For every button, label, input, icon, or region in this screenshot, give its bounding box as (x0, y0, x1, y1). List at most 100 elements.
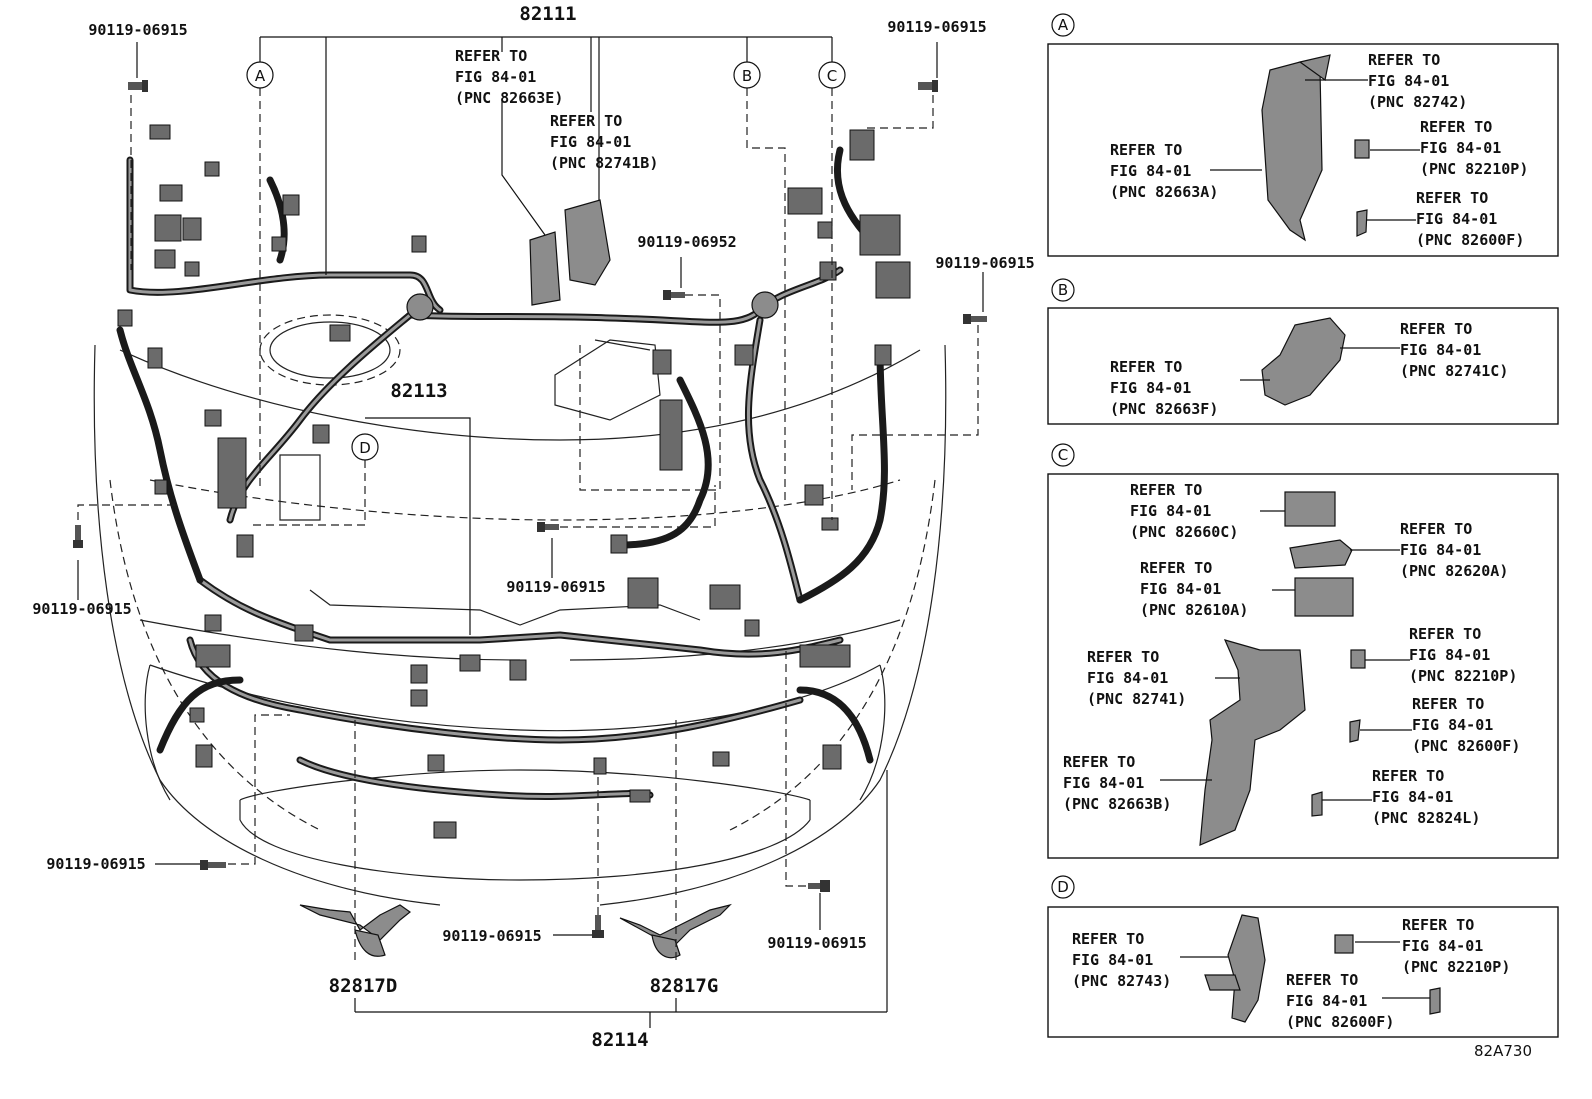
bolt-icon (200, 860, 226, 870)
svg-text:FIG 84-01: FIG 84-01 (1286, 992, 1367, 1010)
svg-text:(PNC 82210P): (PNC 82210P) (1402, 958, 1510, 976)
bolt-label: 90119-06915 (767, 934, 866, 952)
harness-connectors (117, 124, 911, 839)
svg-text:REFER TO: REFER TO (1130, 481, 1202, 499)
svg-text:REFER TO: REFER TO (1412, 695, 1484, 713)
svg-text:REFER TO: REFER TO (1087, 648, 1159, 666)
vehicle-body-outline (93, 314, 947, 906)
svg-text:REFER TO: REFER TO (455, 47, 527, 65)
part-label-82113: 82113 (390, 380, 447, 402)
detail-panel-c: C REFER TO FIG 84-01 (PNC 82660C) REFER … (1047, 443, 1559, 859)
svg-text:B: B (742, 67, 752, 85)
bolt-label: 90119-06915 (32, 600, 131, 618)
leader-lines (77, 36, 984, 1028)
detail-panel-b: B REFER TO FIG 84-01 (PNC 82741C) REFER … (1047, 278, 1559, 425)
svg-text:REFER TO: REFER TO (1409, 625, 1481, 643)
svg-text:(PNC 82824L): (PNC 82824L) (1372, 809, 1480, 827)
detail-panel-a: A REFER TO FIG 84-01 (PNC 82742) REFER T… (1047, 13, 1559, 257)
svg-text:(PNC 82600F): (PNC 82600F) (1286, 1013, 1394, 1031)
svg-text:D: D (1057, 878, 1069, 896)
svg-text:(PNC 82660C): (PNC 82660C) (1130, 523, 1238, 541)
svg-text:REFER TO: REFER TO (550, 112, 622, 130)
svg-text:(PNC 82210P): (PNC 82210P) (1409, 667, 1517, 685)
svg-text:FIG 84-01: FIG 84-01 (1372, 788, 1453, 806)
svg-text:FIG 84-01: FIG 84-01 (1409, 646, 1490, 664)
svg-text:REFER TO: REFER TO (1286, 971, 1358, 989)
svg-text:FIG 84-01: FIG 84-01 (1110, 162, 1191, 180)
svg-text:(PNC 82610A): (PNC 82610A) (1140, 601, 1248, 619)
bolt-icon (808, 880, 830, 892)
svg-text:(PNC 82741C): (PNC 82741C) (1400, 362, 1508, 380)
bolt-icon (918, 80, 938, 92)
bolt-icons (73, 80, 987, 938)
svg-text:REFER TO: REFER TO (1400, 320, 1472, 338)
svg-text:REFER TO: REFER TO (1368, 51, 1440, 69)
bracket-82817D-shape (299, 904, 412, 957)
part-label-82817G: 82817G (650, 975, 719, 997)
bolt-label: 90119-06915 (506, 578, 605, 596)
svg-text:A: A (255, 67, 266, 85)
bolt-icon (128, 80, 148, 92)
bolt-label: 90119-06915 (935, 254, 1034, 272)
bolt-label: 90119-06915 (442, 927, 541, 945)
svg-text:REFER TO: REFER TO (1372, 767, 1444, 785)
svg-text:FIG 84-01: FIG 84-01 (1412, 716, 1493, 734)
callout-d: D (351, 433, 379, 461)
svg-text:FIG 84-01: FIG 84-01 (1400, 541, 1481, 559)
svg-text:(PNC 82663A): (PNC 82663A) (1110, 183, 1218, 201)
svg-text:FIG 84-01: FIG 84-01 (455, 68, 536, 86)
callout-b: B (733, 61, 761, 89)
svg-text:B: B (1058, 281, 1068, 299)
svg-text:(PNC 82663B): (PNC 82663B) (1063, 795, 1171, 813)
svg-text:FIG 84-01: FIG 84-01 (1416, 210, 1497, 228)
bolt-label: 90119-06915 (46, 855, 145, 873)
bolt-icon (592, 915, 604, 938)
svg-text:FIG 84-01: FIG 84-01 (1087, 669, 1168, 687)
svg-text:(PNC 82600F): (PNC 82600F) (1416, 231, 1524, 249)
svg-text:FIG 84-01: FIG 84-01 (1130, 502, 1211, 520)
svg-text:FIG 84-01: FIG 84-01 (1402, 937, 1483, 955)
svg-text:FIG 84-01: FIG 84-01 (1063, 774, 1144, 792)
svg-text:(PNC 82743): (PNC 82743) (1072, 972, 1171, 990)
svg-text:A: A (1058, 16, 1069, 34)
svg-text:FIG 84-01: FIG 84-01 (1110, 379, 1191, 397)
bolt-label: 90119-06915 (88, 21, 187, 39)
figure-code: 82A730 (1474, 1042, 1532, 1060)
svg-text:(PNC 82663E): (PNC 82663E) (455, 89, 563, 107)
engine-room-harness (116, 146, 888, 800)
svg-text:FIG 84-01: FIG 84-01 (1368, 72, 1449, 90)
svg-text:REFER TO: REFER TO (1110, 358, 1182, 376)
svg-text:REFER TO: REFER TO (1402, 916, 1474, 934)
svg-text:REFER TO: REFER TO (1063, 753, 1135, 771)
svg-text:C: C (827, 67, 837, 85)
part-label-82114: 82114 (591, 1029, 648, 1051)
callout-a: A (246, 61, 274, 89)
svg-text:FIG 84-01: FIG 84-01 (1420, 139, 1501, 157)
svg-text:REFER TO: REFER TO (1416, 189, 1488, 207)
svg-text:FIG 84-01: FIG 84-01 (1072, 951, 1153, 969)
refer-note-82741B: REFER TO FIG 84-01 (PNC 82741B) (550, 112, 658, 172)
svg-text:C: C (1058, 446, 1068, 464)
refer-note-82663E: REFER TO FIG 84-01 (PNC 82663E) (455, 47, 563, 107)
svg-text:FIG 84-01: FIG 84-01 (1140, 580, 1221, 598)
bolt-icon (663, 290, 685, 300)
svg-text:(PNC 82742): (PNC 82742) (1368, 93, 1467, 111)
svg-text:REFER TO: REFER TO (1140, 559, 1212, 577)
svg-text:REFER TO: REFER TO (1400, 520, 1472, 538)
svg-text:(PNC 82600F): (PNC 82600F) (1412, 737, 1520, 755)
bolt-icon (73, 525, 83, 548)
bolt-icon (537, 522, 559, 532)
part-label-82817D: 82817D (329, 975, 398, 997)
part-label-82111: 82111 (519, 3, 576, 25)
callout-c: C (818, 61, 846, 89)
bolt-icon (963, 314, 987, 324)
svg-text:REFER TO: REFER TO (1110, 141, 1182, 159)
svg-text:(PNC 82741): (PNC 82741) (1087, 690, 1186, 708)
svg-text:D: D (359, 439, 371, 457)
bolt-label: 90119-06952 (637, 233, 736, 251)
bracket-82817G-shape (619, 903, 732, 959)
svg-text:FIG 84-01: FIG 84-01 (1400, 341, 1481, 359)
detail-panel-d: D REFER TO FIG 84-01 (PNC 82743) REFER T… (1047, 875, 1559, 1038)
svg-text:(PNC 82663F): (PNC 82663F) (1110, 400, 1218, 418)
